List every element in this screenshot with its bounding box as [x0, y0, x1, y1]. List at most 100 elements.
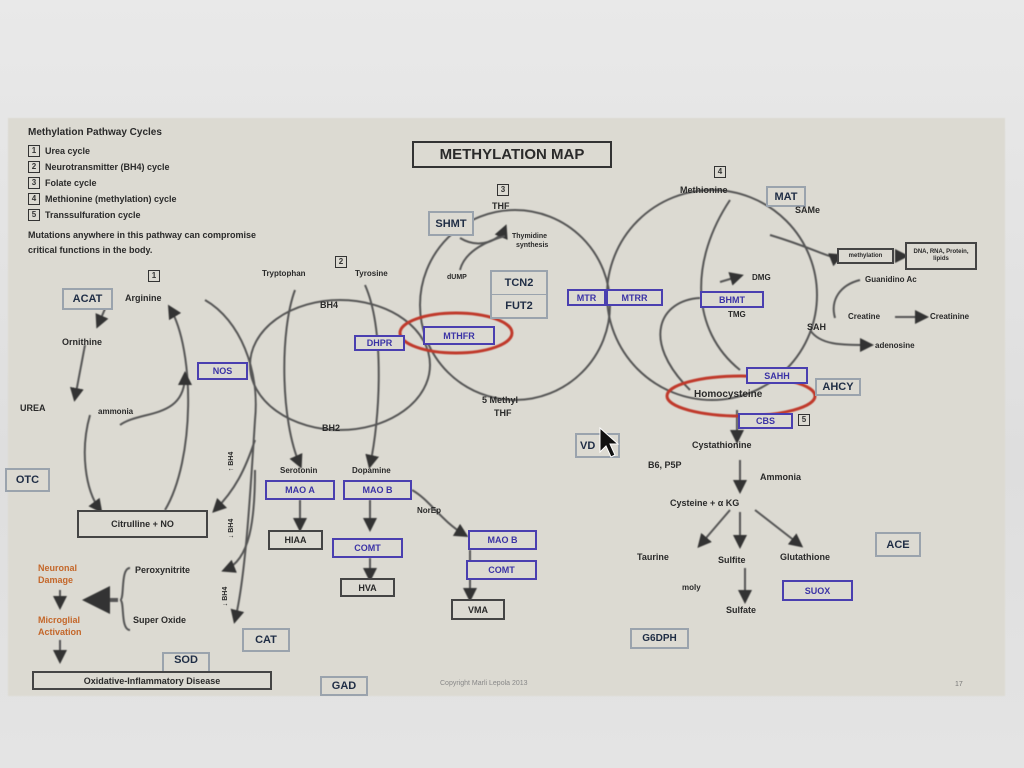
arginine-label: Arginine: [125, 293, 162, 303]
enzyme-mat: MAT: [766, 186, 806, 207]
enzyme-gad: GAD: [320, 676, 368, 696]
tmg-label: TMG: [728, 310, 746, 319]
hva-box: HVA: [340, 578, 395, 597]
enzyme-mao-a: MAO A: [265, 480, 335, 500]
copyright: Copyright Marli Lepola 2013: [440, 680, 528, 687]
legend-item: Folate cycle: [45, 178, 97, 188]
microglial-activation-label: Microglial: [38, 615, 81, 625]
enzyme-shmt: SHMT: [428, 211, 474, 236]
enzyme-mthfr: MTHFR: [423, 326, 495, 345]
cycle-num-2: 2: [335, 256, 347, 268]
bh2-label: BH2: [322, 423, 341, 433]
bh4-label: ↓ BH4: [228, 518, 236, 539]
cycle-num-3: 3: [497, 184, 509, 196]
vma-box: VMA: [451, 599, 505, 620]
legend-note: critical functions in the body.: [28, 245, 153, 255]
legend-num: 4: [28, 193, 40, 205]
dmg-label: DMG: [752, 273, 771, 282]
legend-num: 2: [28, 161, 40, 173]
creatine-label: Creatine: [848, 312, 881, 321]
5-methyl-thf-label: 5 Methyl: [482, 395, 519, 405]
cysteine-akg-label: Cysteine + α KG: [670, 498, 740, 508]
enzyme-comt: COMT: [332, 538, 403, 558]
cystathionine-label: Cystathionine: [692, 440, 752, 450]
sulfite-label: Sulfite: [718, 555, 746, 565]
hiaa-box: HIAA: [268, 530, 323, 550]
ammonia-label: Ammonia: [760, 472, 802, 482]
dump-label: dUMP: [447, 274, 467, 281]
enzyme-cbs: CBS: [738, 413, 793, 429]
cycle-num-4: 4: [714, 166, 726, 178]
ornithine-label: Ornithine: [62, 337, 102, 347]
enzyme-ahcy: AHCY: [815, 378, 861, 396]
bh4-label: ↑ BH4: [228, 451, 236, 472]
urea-label: UREA: [20, 403, 46, 413]
cycle-num-1: 1: [148, 270, 160, 282]
bh4-label: BH4: [320, 300, 339, 310]
enzyme-nos: NOS: [197, 362, 248, 380]
tryptophan-label: Tryptophan: [262, 269, 306, 278]
creatinine-label: Creatinine: [930, 312, 970, 321]
homocysteine-label: Homocysteine: [694, 389, 763, 400]
legend-item: Methionine (methylation) cycle: [45, 194, 177, 204]
slide-number: 17: [955, 681, 963, 688]
sah-label: SAH: [807, 322, 827, 332]
citrulline-no-box: Citrulline + NO: [77, 510, 208, 538]
thymidine-synthesis-label: Thymidine: [512, 233, 548, 240]
enzyme-bhmt: BHMT: [700, 291, 764, 308]
adenosine-label: adenosine: [875, 341, 915, 350]
methionine-label: Methionine: [680, 185, 728, 195]
methylation-targets-box: DNA, RNA, Protein, lipids: [905, 242, 977, 270]
enzyme-mtrr: MTRR: [606, 289, 663, 306]
dopamine-label: Dopamine: [352, 466, 391, 475]
legend-item: Urea cycle: [45, 146, 91, 156]
enzyme-dhpr: DHPR: [354, 335, 405, 351]
legend-item: Neurotransmitter (BH4) cycle: [45, 162, 170, 172]
5-methyl-thf-label: THF: [494, 408, 512, 418]
enzyme-ace: ACE: [875, 532, 921, 557]
b6-p5p-label: B6, P5P: [648, 460, 682, 470]
enzyme-otc: OTC: [5, 468, 50, 492]
slide-screen: [8, 118, 1005, 696]
legend-note: Mutations anywhere in this pathway can c…: [28, 230, 257, 240]
enzyme-mtr: MTR: [567, 289, 606, 306]
enzyme-acat: ACAT: [62, 288, 113, 310]
enzyme-mao-b: MAO B: [343, 480, 412, 500]
legend-num: 1: [28, 145, 40, 157]
peroxynitrite-label: Peroxynitrite: [135, 565, 191, 575]
enzyme-vd: VD: [575, 433, 620, 458]
taurine-label: Taurine: [637, 552, 669, 562]
neuronal-damage-label: Damage: [38, 575, 74, 585]
sulfate-label: Sulfate: [726, 605, 757, 615]
ammonia-label: ammonia: [98, 407, 134, 416]
tcn2-box: TCN2: [490, 270, 548, 295]
same-label: SAMe: [795, 205, 821, 215]
thf-label: THF: [492, 201, 510, 211]
tyrosine-label: Tyrosine: [355, 269, 388, 278]
oxidative-inflammatory-disease-box: Oxidative-Inflammatory Disease: [32, 671, 272, 690]
enzyme-sahh: SAHH: [746, 367, 808, 384]
norep-label: NorEp: [417, 506, 441, 515]
fut2-box: FUT2: [490, 294, 548, 319]
enzyme-g6dph: G6DPH: [630, 628, 689, 649]
enzyme-cat: CAT: [242, 628, 290, 652]
enzyme-comt-2: COMT: [466, 560, 537, 580]
page-title: METHYLATION MAP: [412, 141, 612, 168]
bh4-label: ↓ BH4: [222, 586, 230, 607]
neuronal-damage-label: Neuronal: [38, 563, 78, 573]
superoxide-label: Super Oxide: [133, 615, 187, 625]
enzyme-mao-b-2: MAO B: [468, 530, 537, 550]
serotonin-label: Serotonin: [280, 466, 318, 475]
legend-heading: Methylation Pathway Cycles: [28, 127, 162, 138]
legend-num: 3: [28, 177, 40, 189]
guanidino-acetate-label: Guanidino Ac: [865, 275, 917, 284]
moly-label: moly: [682, 583, 701, 592]
cycle-num-5: 5: [798, 414, 810, 426]
glutathione-label: Glutathione: [780, 552, 830, 562]
mthfr-highlight: [398, 311, 514, 355]
legend-num: 5: [28, 209, 40, 221]
legend-item: Transsulfuration cycle: [45, 210, 141, 220]
enzyme-suox: SUOX: [782, 580, 853, 601]
methylation-box: methylation: [837, 248, 894, 264]
thymidine-synthesis-label: synthesis: [516, 242, 549, 249]
